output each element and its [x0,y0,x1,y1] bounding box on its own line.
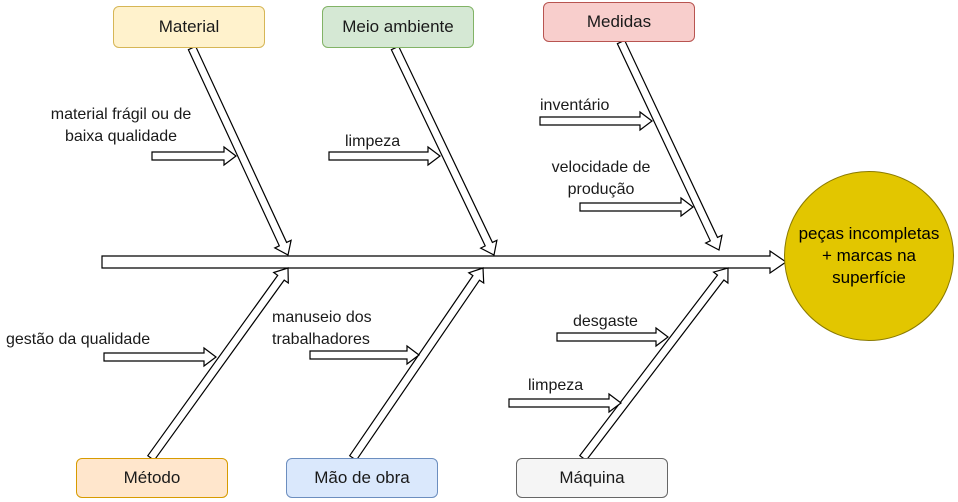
effect-circle[interactable]: peças incompletas + marcas na superfície [784,171,954,341]
cause-medidas-velocidade-line1: velocidade de [551,159,651,176]
cause-mao-de-obra-label: manuseio dos trabalhadores [272,307,372,351]
cause-medidas-inventario-label: inventário [540,97,610,114]
cause-material-arrow [151,145,237,167]
cause-mao-de-obra-arrow [309,344,420,366]
branch-metodo-arrow [146,267,289,462]
cause-medidas-velocidade-arrow [579,196,694,218]
effect-text: peças incompletas + marcas na superfície [799,223,940,289]
branch-meio-ambiente-arrow [390,45,498,256]
category-medidas-label: Medidas [586,12,652,31]
category-meio-ambiente-box[interactable]: Meio ambiente [322,6,474,48]
branch-medidas-arrow [616,39,723,251]
spine-arrow [101,249,788,275]
effect-line1: peças incompletas [798,224,940,243]
cause-maquina-desgaste-arrow [556,326,669,348]
category-maquina-box[interactable]: Máquina [516,458,668,498]
cause-metodo-label: gestão da qualidade [6,331,151,348]
cause-mao-de-obra-line1: manuseio dos [272,309,372,326]
cause-medidas-inventario-arrow [539,110,653,132]
category-mao-de-obra-label: Mão de obra [314,468,410,487]
cause-metodo-arrow [103,346,217,368]
effect-line3: superfície [832,268,906,287]
category-material-label: Material [158,17,220,36]
category-mao-de-obra-box[interactable]: Mão de obra [286,458,438,498]
cause-medidas-velocidade-label: velocidade de produção [536,157,666,201]
category-maquina-label: Máquina [559,468,625,487]
cause-maquina-limpeza-arrow [508,392,622,414]
cause-maquina-limpeza-label: limpeza [528,377,584,394]
effect-line2: + marcas na [821,246,916,265]
cause-mao-de-obra-line2: trabalhadores [272,331,370,348]
category-medidas-box[interactable]: Medidas [543,2,695,42]
cause-medidas-velocidade-line2: produção [567,181,635,198]
category-meio-ambiente-label: Meio ambiente [342,17,454,36]
category-metodo-label: Método [123,468,181,487]
branch-maquina-arrow [578,267,729,462]
branch-material-arrow [187,45,292,256]
cause-meio-ambiente-label: limpeza [345,133,401,150]
category-material-box[interactable]: Material [113,6,265,48]
branch-mao-de-obra-arrow [348,267,485,462]
cause-material-line2: baixa qualidade [64,128,178,145]
cause-maquina-desgaste-label: desgaste [573,313,638,330]
cause-material-label: material frágil ou de baixa qualidade [26,104,216,148]
cause-material-line1: material frágil ou de [50,106,192,123]
cause-meio-ambiente-arrow [328,145,441,167]
category-metodo-box[interactable]: Método [76,458,228,498]
